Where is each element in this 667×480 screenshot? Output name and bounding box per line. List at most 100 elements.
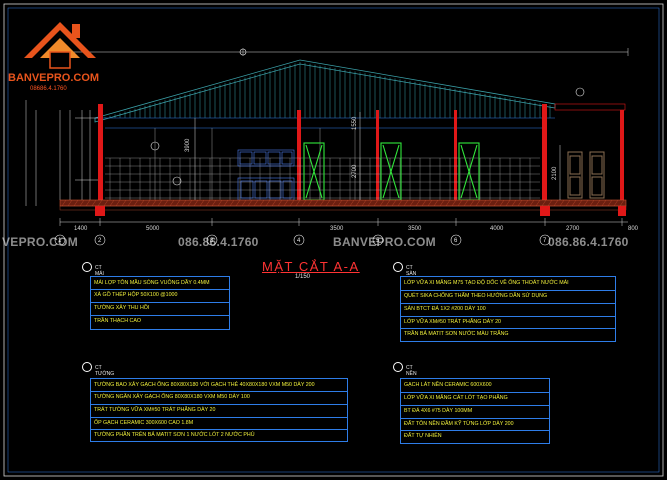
hatch-line: [565, 199, 571, 207]
hatch-line: [115, 199, 121, 207]
note-wall-rule-2: [90, 404, 348, 405]
hatch-line: [493, 199, 499, 207]
hatch-line: [85, 199, 91, 207]
hatch-line: [223, 199, 229, 207]
note-roof-line-2: XÀ GỒ THÉP HỘP 50X100 @1000: [94, 292, 178, 298]
hatch-line: [61, 199, 67, 207]
brand-phone: 08686.4.1760: [30, 86, 67, 92]
note-roof-line-4: TRẦN THẠCH CAO: [94, 318, 141, 324]
note-floor-top-rule-1: [400, 290, 616, 291]
vertical-dimensions: [25, 100, 561, 206]
axis-label-5: 5: [376, 238, 380, 244]
hatch-line: [229, 199, 235, 207]
wall-mid-1: [297, 110, 301, 200]
note-roof-rule-3: [90, 315, 230, 316]
hatch-line: [433, 199, 439, 207]
note-floor-top-heading: CT SÀN: [406, 265, 417, 277]
note-ground-line-4: ĐẤT TÔN NỀN ĐẦM KỸ TỪNG LỚP DÀY 200: [404, 421, 514, 427]
note-floor-top-line-5: TRẦN BẢ MATIT SƠN NƯỚC MÀU TRẮNG: [404, 331, 509, 337]
hatch-line: [97, 199, 103, 207]
hatch-line: [259, 199, 265, 207]
note-roof-rule-2: [90, 302, 230, 303]
axis-label-2: 2: [98, 238, 102, 244]
hatch-line: [283, 199, 289, 207]
hatch-line: [337, 199, 343, 207]
hatch-line: [331, 199, 337, 207]
dim-bottom-1: 1400: [74, 226, 88, 232]
axis-label-3: 3: [210, 238, 214, 244]
note-floor-top-marker: [393, 262, 403, 272]
hatch-line: [109, 199, 115, 207]
note-roof-marker: [82, 262, 92, 272]
axis-label-4: 4: [297, 238, 301, 244]
note-ground-line-5: ĐẤT TỰ NHIÊN: [404, 433, 442, 439]
note-ground-rule-4: [400, 430, 550, 431]
note-wall-line-2: TƯỜNG NGĂN XÂY GẠCH ỐNG 80X80X180 VXM M5…: [94, 394, 250, 400]
note-ground-marker: [393, 362, 403, 372]
note-floor-top-line-2: QUÉT SIKA CHỐNG THẤM THEO HƯỚNG DẪN SỬ D…: [404, 293, 548, 299]
dim-bottom-6: 2700: [566, 226, 580, 232]
hatch-line: [505, 199, 511, 207]
hatch-line: [583, 199, 589, 207]
hatch-line: [427, 199, 433, 207]
dim-bottom-4: 3500: [408, 226, 422, 232]
note-ground-line-2: LỚP VỮA XI MĂNG CÁT LÓT TẠO PHẲNG: [404, 395, 508, 401]
hatch-line: [541, 199, 547, 207]
hatch-line: [103, 199, 109, 207]
note-floor-top-rule-2: [400, 303, 616, 304]
note-roof-line-1: MÁI LỢP TÔN MẦU SÓNG VUÔNG DẦY 0.4MM: [94, 280, 210, 286]
wall-right-2: [620, 110, 624, 200]
hatch-line: [295, 199, 301, 207]
hatch-line: [247, 199, 253, 207]
column-footing-end: [618, 206, 626, 216]
dim-bottom-5: 4000: [490, 226, 504, 232]
sheet-border: [3, 3, 664, 477]
hatch-line: [349, 199, 355, 207]
hatch-line: [253, 199, 259, 207]
dim-bottom-7: 800: [628, 226, 639, 232]
dim-vertical-2: 1550: [352, 116, 358, 130]
note-wall-rule-3: [90, 417, 348, 418]
note-wall-heading: CT TƯỜNG: [95, 365, 115, 377]
section-title: MẶT CẮT A-A: [262, 259, 360, 274]
hatch-line: [451, 199, 457, 207]
hatch-line: [289, 199, 295, 207]
hatch-line: [193, 199, 199, 207]
roof: [94, 59, 556, 129]
walls: [98, 103, 626, 200]
section-callouts: [150, 87, 585, 186]
axis-label-6: 6: [454, 238, 458, 244]
note-wall-rule-4: [90, 429, 348, 430]
hatch-line: [319, 199, 325, 207]
hatch-line: [601, 199, 607, 207]
hatch-line: [613, 199, 619, 207]
axis-bubbles: [54, 234, 551, 246]
note-ground-rule-3: [400, 418, 550, 419]
hatch-line: [187, 199, 193, 207]
hatch-line: [511, 199, 517, 207]
hatch-line: [571, 199, 577, 207]
note-wall-marker: [82, 362, 92, 372]
hatch-line: [91, 199, 97, 207]
wall-mid-2: [376, 110, 379, 200]
hatch-line: [127, 199, 133, 207]
hatch-line: [181, 199, 187, 207]
note-wall-line-3: TRÁT TƯỜNG VỮA XM#50 TRÁT PHẲNG DÀY 20: [94, 407, 216, 413]
note-ground-line-1: GẠCH LÁT NỀN CERAMIC 600X600: [404, 382, 492, 388]
doors: [303, 142, 480, 201]
watermark-site-center: BANVEPRO.COM: [333, 235, 436, 249]
note-floor-top-box: [400, 276, 616, 342]
hatch-line: [343, 199, 349, 207]
note-ground-rule-1: [400, 392, 550, 393]
hatch-line: [487, 199, 493, 207]
hatch-line: [67, 199, 73, 207]
kitchen-cabinet: [237, 149, 295, 201]
note-floor-top-line-1: LỚP VỮA XI MĂNG M75 TẠO ĐỘ DỐC VỀ ỐNG TH…: [404, 280, 569, 286]
hatch-line: [523, 199, 529, 207]
note-wall-box: [90, 378, 348, 442]
hatch-line: [469, 199, 475, 207]
watermark-phone-right: 086.86.4.1760: [548, 235, 629, 249]
hatch-line: [559, 199, 565, 207]
hatch-line: [271, 199, 277, 207]
hatch-line: [517, 199, 523, 207]
